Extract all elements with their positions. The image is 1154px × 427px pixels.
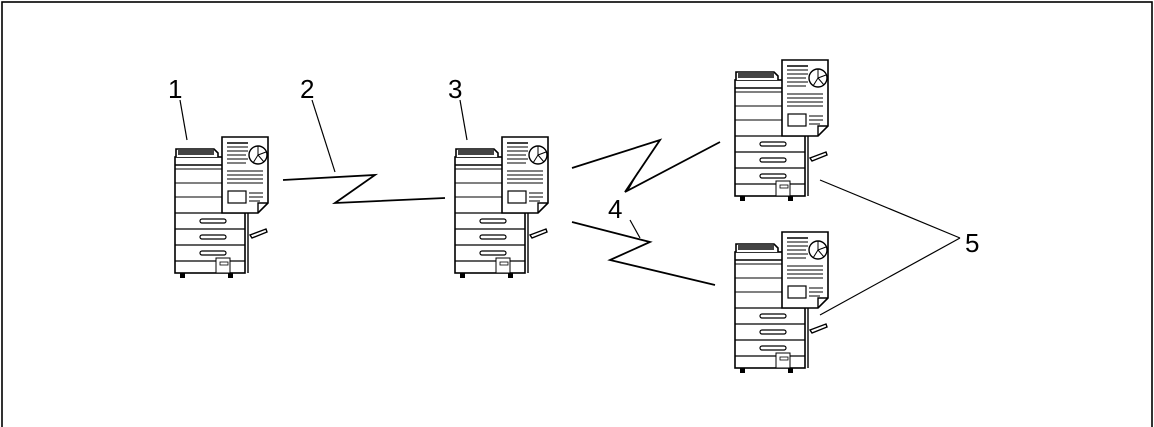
leader-line-5b [819, 237, 961, 316]
callout-1: 1 [168, 74, 182, 104]
recipient-machine-top-icon [734, 59, 829, 202]
leader-line-3 [459, 99, 468, 141]
callout-3: 3 [448, 74, 462, 104]
transmission-line-4a [571, 138, 721, 193]
leader-line-4a [627, 171, 639, 191]
recipient-machine-bottom-icon [734, 231, 829, 374]
transmission-line-2 [282, 173, 446, 205]
callout-5: 5 [965, 228, 979, 258]
sender-machine-icon [174, 136, 269, 279]
leader-line-2 [311, 99, 336, 173]
callout-4: 4 [608, 194, 622, 224]
transmission-line-4b [571, 221, 716, 286]
leader-line-1 [179, 99, 188, 141]
leader-line-5a [819, 179, 961, 239]
callout-2: 2 [300, 74, 314, 104]
relay-machine-icon [454, 136, 549, 279]
leader-line-4b [629, 219, 641, 239]
